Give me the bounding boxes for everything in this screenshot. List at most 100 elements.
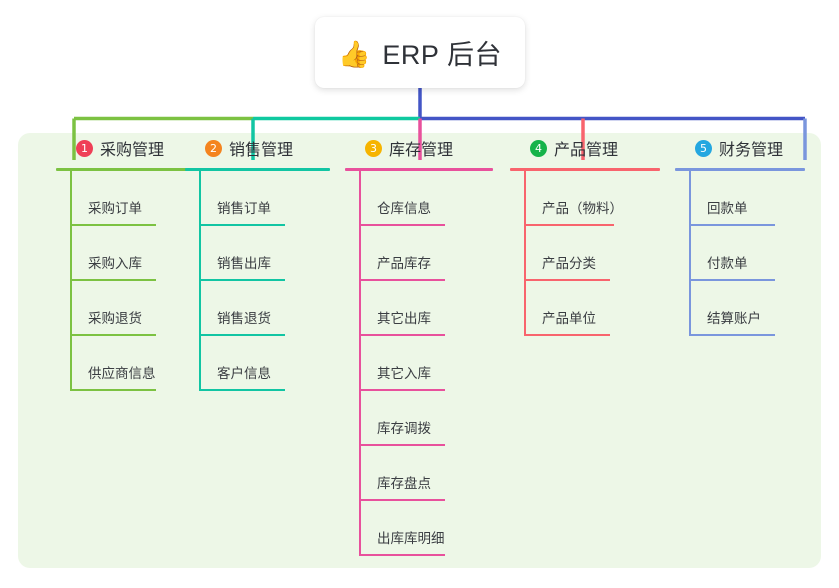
module-item[interactable]: 其它出库 — [359, 281, 493, 336]
module-item-label: 采购订单 — [88, 201, 142, 216]
module-stem-line — [524, 171, 526, 336]
module-item-underline — [359, 279, 445, 281]
module-item[interactable]: 采购退货 — [70, 281, 206, 336]
module-item[interactable]: 产品库存 — [359, 226, 493, 281]
module-item-underline — [70, 279, 156, 281]
module-item-underline — [689, 334, 775, 336]
module-item-label: 采购入库 — [88, 256, 142, 271]
module-title: 采购管理 — [100, 142, 165, 159]
module-item-list: 仓库信息产品库存其它出库其它入库库存调拨库存盘点出库库明细 — [345, 171, 493, 556]
module-item-label: 其它出库 — [377, 311, 431, 326]
module-column: 1 采购管理采购订单采购入库采购退货供应商信息 — [56, 133, 206, 391]
module-item-list: 采购订单采购入库采购退货供应商信息 — [56, 171, 206, 391]
module-columns: 1 采购管理采购订单采购入库采购退货供应商信息 2 销售管理销售订单销售出库销售退货客… — [18, 133, 821, 568]
module-item[interactable]: 采购订单 — [70, 171, 206, 226]
module-item-label: 其它入库 — [377, 366, 431, 381]
module-item-label: 结算账户 — [707, 311, 761, 326]
modules-panel — [18, 133, 821, 568]
module-item-underline — [359, 389, 445, 391]
module-item-underline — [70, 224, 156, 226]
module-item[interactable]: 库存盘点 — [359, 446, 493, 501]
module-item[interactable]: 库存调拨 — [359, 391, 493, 446]
module-item[interactable]: 付款单 — [689, 226, 805, 281]
module-item[interactable]: 供应商信息 — [70, 336, 206, 391]
module-item-underline — [199, 224, 285, 226]
module-item[interactable]: 销售退货 — [199, 281, 330, 336]
module-item[interactable]: 销售订单 — [199, 171, 330, 226]
module-item-label: 回款单 — [707, 201, 748, 216]
module-item-underline — [524, 279, 610, 281]
module-header[interactable]: 5 财务管理 — [675, 133, 805, 163]
thumbs-up-icon: 👍 — [338, 38, 371, 69]
module-item-label: 出库库明细 — [377, 531, 445, 546]
module-item-label: 产品（物料） — [542, 201, 623, 216]
module-item-underline — [689, 224, 775, 226]
module-header[interactable]: 4 产品管理 — [510, 133, 660, 163]
module-item-label: 库存调拨 — [377, 421, 431, 436]
module-item-underline — [359, 334, 445, 336]
module-stem-line — [689, 171, 691, 336]
module-item-label: 采购退货 — [88, 311, 142, 326]
module-header[interactable]: 2 销售管理 — [185, 133, 330, 163]
module-item[interactable]: 其它入库 — [359, 336, 493, 391]
module-title: 财务管理 — [719, 142, 784, 159]
module-item-list: 产品（物料） 产品分类产品单位 — [510, 171, 660, 336]
module-header[interactable]: 3 库存管理 — [345, 133, 493, 163]
module-underline — [345, 168, 493, 171]
module-title: 销售管理 — [229, 142, 294, 159]
module-item-underline — [70, 334, 156, 336]
module-index-badge: 5 — [695, 139, 712, 157]
module-item[interactable]: 出库库明细 — [359, 501, 493, 556]
module-item[interactable]: 产品分类 — [524, 226, 660, 281]
module-column: 3 库存管理仓库信息产品库存其它出库其它入库库存调拨库存盘点出库库明细 — [345, 133, 493, 556]
module-item-list: 销售订单销售出库销售退货客户信息 — [185, 171, 330, 391]
module-item[interactable]: 产品单位 — [524, 281, 660, 336]
module-index-badge: 4 — [530, 139, 547, 157]
module-item-underline — [359, 224, 445, 226]
module-underline — [185, 168, 330, 171]
module-item-label: 产品单位 — [542, 311, 596, 326]
module-item-underline — [359, 554, 445, 556]
module-item-label: 销售退货 — [217, 311, 271, 326]
module-item[interactable]: 产品（物料） — [524, 171, 660, 226]
module-item-underline — [524, 224, 614, 226]
module-column: 2 销售管理销售订单销售出库销售退货客户信息 — [185, 133, 330, 391]
module-item[interactable]: 采购入库 — [70, 226, 206, 281]
module-item-label: 供应商信息 — [88, 366, 156, 381]
module-item[interactable]: 结算账户 — [689, 281, 805, 336]
module-item[interactable]: 回款单 — [689, 171, 805, 226]
module-item-label: 产品库存 — [377, 256, 431, 271]
module-item-label: 销售订单 — [217, 201, 271, 216]
module-underline — [510, 168, 660, 171]
module-column: 5 财务管理回款单付款单结算账户 — [675, 133, 805, 336]
module-header[interactable]: 1 采购管理 — [56, 133, 206, 163]
module-index-badge: 3 — [365, 139, 382, 157]
module-column: 4 产品管理产品（物料） 产品分类产品单位 — [510, 133, 660, 336]
module-underline — [675, 168, 805, 171]
module-item-underline — [359, 499, 445, 501]
module-item[interactable]: 销售出库 — [199, 226, 330, 281]
module-item-label: 库存盘点 — [377, 476, 431, 491]
module-item[interactable]: 仓库信息 — [359, 171, 493, 226]
module-index-badge: 2 — [205, 139, 222, 157]
root-node-title: ERP 后台 — [382, 40, 502, 70]
module-item-label: 客户信息 — [217, 366, 271, 381]
module-item-list: 回款单付款单结算账户 — [675, 171, 805, 336]
module-index-badge: 1 — [76, 139, 93, 157]
module-item-underline — [199, 389, 285, 391]
module-title: 库存管理 — [389, 142, 454, 159]
root-node-card[interactable]: 👍 ERP 后台 — [315, 17, 525, 88]
module-stem-line — [70, 171, 72, 391]
module-item-label: 销售出库 — [217, 256, 271, 271]
module-item-underline — [689, 279, 775, 281]
module-item-label: 产品分类 — [542, 256, 596, 271]
module-item-underline — [199, 279, 285, 281]
module-item-underline — [359, 444, 445, 446]
module-item-underline — [524, 334, 610, 336]
module-item-label: 仓库信息 — [377, 201, 431, 216]
module-item[interactable]: 客户信息 — [199, 336, 330, 391]
module-title: 产品管理 — [554, 142, 619, 159]
module-item-label: 付款单 — [707, 256, 748, 271]
module-stem-line — [359, 171, 361, 556]
